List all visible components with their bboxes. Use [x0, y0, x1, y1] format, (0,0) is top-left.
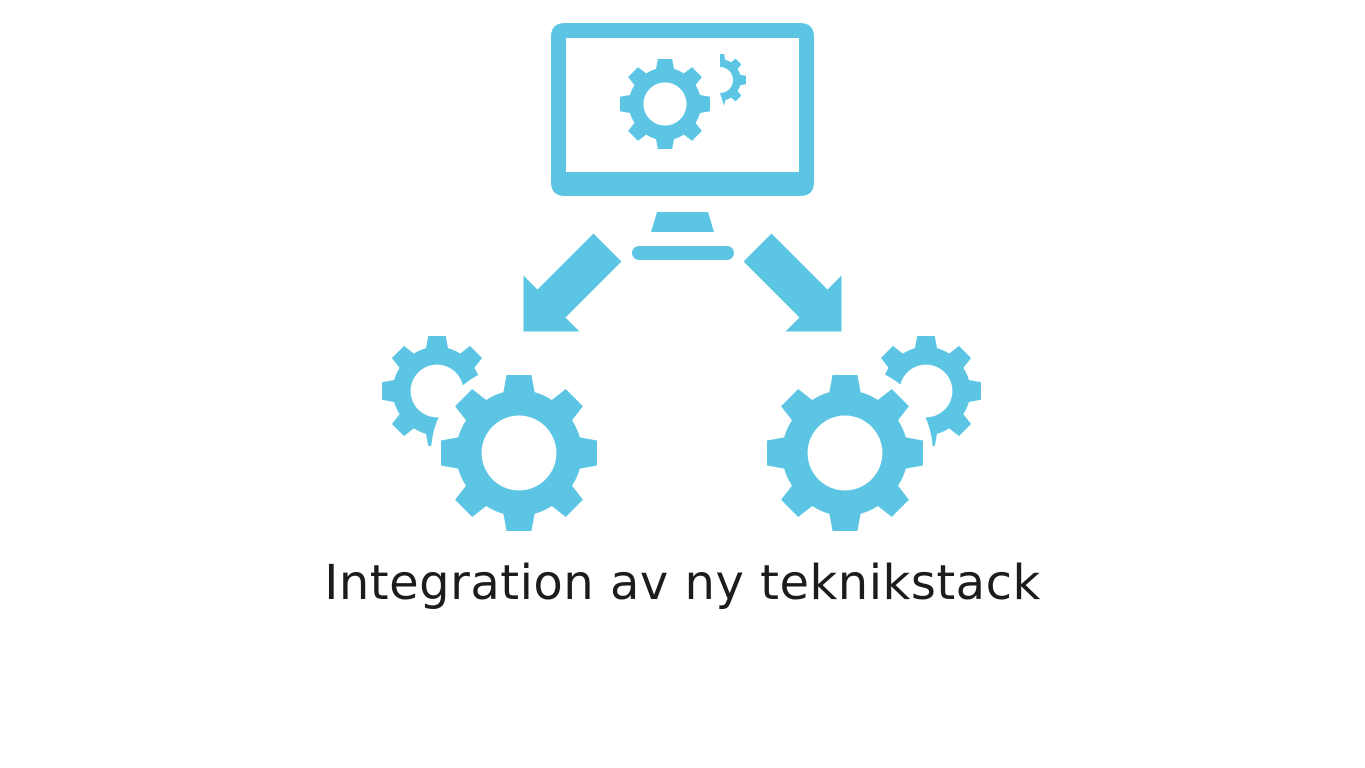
- gear-icon: [720, 54, 746, 106]
- arrow-down-right-icon: [743, 233, 842, 332]
- gear-icon: [431, 365, 607, 541]
- arrow-down-left-icon: [523, 233, 622, 332]
- gear-icon: [620, 59, 710, 149]
- gear-icon: [757, 365, 933, 541]
- slide-caption: Integration av ny teknikstack: [324, 555, 1041, 611]
- monitor-icon: [551, 23, 814, 260]
